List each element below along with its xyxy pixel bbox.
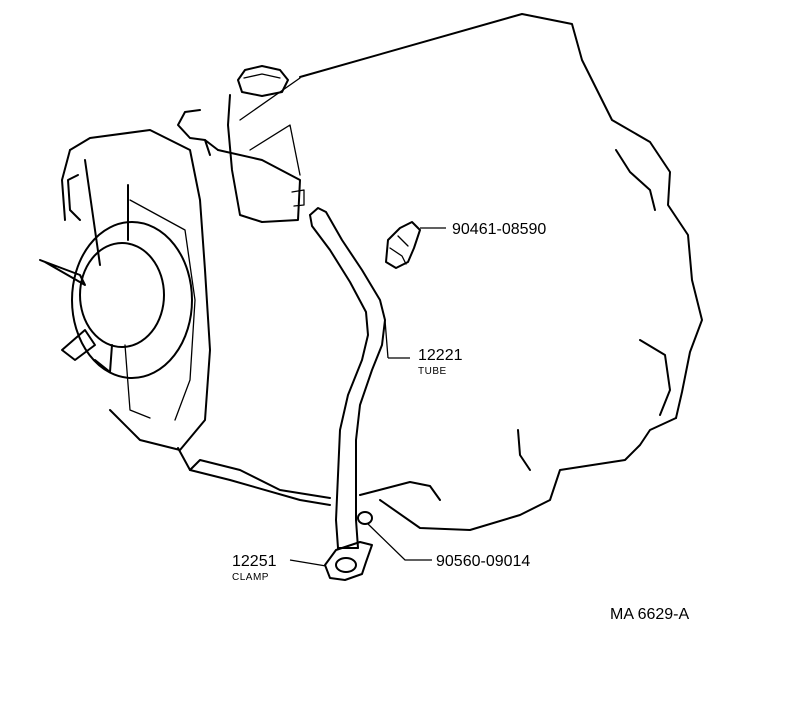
clip-90461-08590 [385, 221, 421, 269]
clamp-12251 [324, 541, 373, 581]
part-description-label: TUBE [418, 366, 447, 377]
part-description-label: CLAMP [232, 572, 269, 583]
part-number-label: 90461-08590 [452, 221, 546, 238]
part-number-label: 90560-09014 [436, 553, 530, 570]
fan [39, 159, 193, 419]
part-number-label: 12221 [418, 347, 463, 364]
part-number-label: 12251 [232, 553, 277, 570]
engine-block [177, 13, 703, 531]
front-cover [61, 129, 441, 506]
oil-filler-cap [237, 65, 289, 97]
leader-lines [289, 227, 446, 567]
bolt-90560-09014 [357, 511, 373, 525]
diagram-reference-code: MA 6629-A [610, 606, 689, 623]
